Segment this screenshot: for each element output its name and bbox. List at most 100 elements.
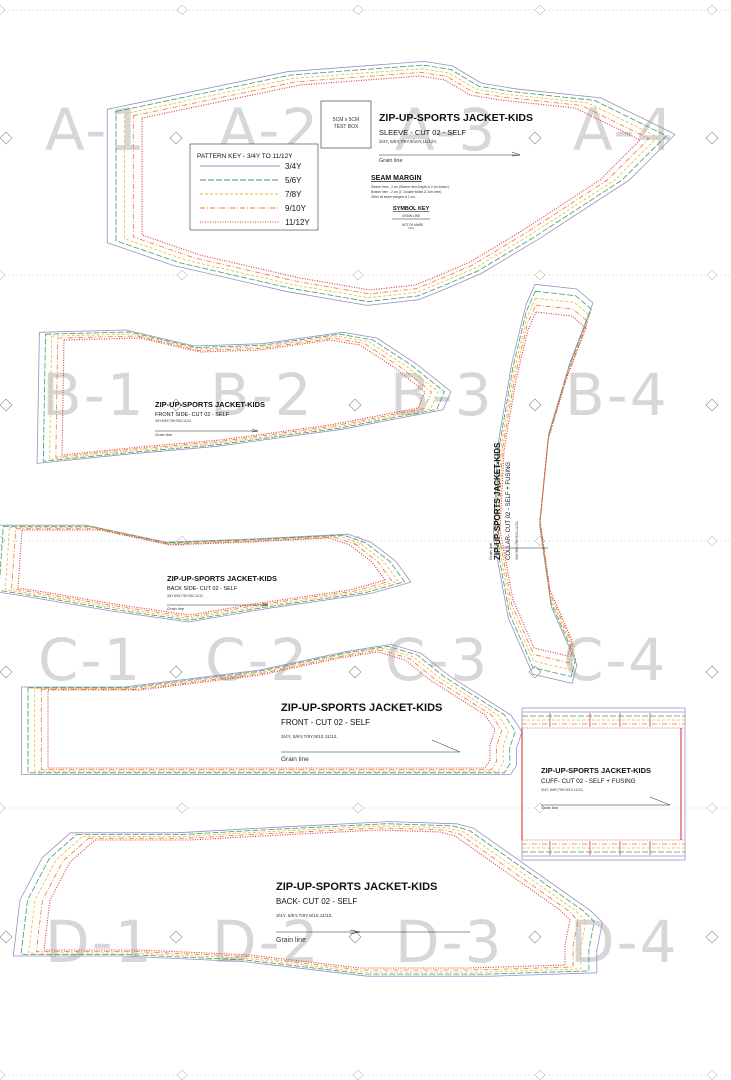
front-side-piece-outline [42,331,445,462]
front-side-piece [36,329,452,464]
pattern-key-label: 3/4Y [285,162,302,171]
front-side-piece-outline [36,329,452,464]
back-side-piece-outline [0,524,412,623]
front-piece-outline [21,644,523,775]
sleeve-grain-label: Grain line [379,158,403,164]
registration-diamond [706,802,718,814]
collar-piece [492,283,594,684]
registration-diamond [352,802,364,814]
registration-diamond [0,398,13,412]
seam-margin-title: SEAM MARGIN [371,175,422,182]
registration-diamond [352,269,364,281]
back-side-piece-outline [11,528,392,618]
tile-label-c2: C-2 [205,626,309,694]
back-title: ZIP-UP-SPORTS JACKET-KIDS [276,881,437,893]
collar-subtitle: COLLAR- CUT 02 - SELF + FUSING [506,462,512,560]
collar-piece-outline [497,304,589,664]
pattern-key-label: 5/6Y [285,176,302,185]
front-grain-label: Grain line [281,756,309,763]
front-side-labels: ZIP-UP-SPORTS JACKET-KIDS FRONT SIDE- CU… [155,400,265,437]
test-box-label-1: 5CM x 5CM [333,117,359,123]
front-side-piece-outline [49,333,439,460]
sleeve-sizes: 3/4Y, 5/6Y,7/8Y,9/10Y,11/12Y, [379,139,437,144]
registration-diamond [534,4,546,16]
test-box [320,100,372,149]
sleeve-piece-outline [141,75,641,291]
back-side-piece-outline [4,527,399,619]
cuff-sizes: 3/4Y, 5/6Y,7/8Y,9/10,11/12, [541,788,584,792]
back-piece-outline [35,827,579,971]
front-piece-outline [40,649,503,770]
pattern-key-rows: 3/4Y 5/6Y 7/8Y 9/10Y 11/12Y [200,162,310,227]
sleeve-piece-outline [115,64,667,302]
back-grain-label: Grain line [276,937,306,944]
pattern-key-label: 7/8Y [285,190,302,199]
registration-diamond [705,665,719,679]
tile-label-a4: A-4 [573,96,675,164]
tile-label-c3: C-3 [385,626,489,694]
collar-piece-outline [496,297,590,671]
seam-line-1: Sleeve Hem - 2 cm (Sleeve Hem Depth is 2… [371,185,449,189]
front-subtitle: FRONT - CUT 02 - SELF [281,718,370,727]
collar-sizes: 3/4Y,5/6Y,7/8Y,9/10,11/12, [515,521,519,560]
registration-diamond [348,930,362,944]
collar-labels: ZIP-UP-SPORTS JACKET-KIDS COLLAR- CUT 02… [488,442,519,560]
registration-diamond [0,269,6,281]
back-side-sizes: 3/4Y,5/6Y,7/8Y,9/10,11/12, [167,594,204,598]
back-side-labels: ZIP-UP-SPORTS JACKET-KIDS BACK SIDE- CUT… [167,574,277,611]
registration-diamond [176,1069,188,1080]
registration-diamond [528,398,542,412]
front-piece-outline [47,651,496,769]
registration-diamond [169,398,183,412]
tile-label-a3: A-3 [395,96,497,164]
registration-diamond [706,269,718,281]
registration-diamond [0,930,13,944]
front-side-subtitle: FRONT SIDE- CUT 02 - SELF [155,412,230,418]
front-labels: ZIP-UP-SPORTS JACKET-KIDS FRONT - CUT 02… [281,702,461,763]
tile-label-c4: C-4 [563,626,667,694]
sleeve-piece-outline [124,68,658,299]
tile-labels: A-1 A-2 A-3 A-4 B-1 B-2 B-3 B-4 C-1 C-2 … [38,96,677,976]
back-side-subtitle: BACK SIDE- CUT 02 - SELF [167,586,238,592]
back-side-title: ZIP-UP-SPORTS JACKET-KIDS [167,574,277,583]
sleeve-piece-outline [132,72,650,295]
registration-diamond [534,269,546,281]
back-side-piece-outline [17,529,386,616]
cuff-grain-label: Grain line [541,805,559,810]
back-side-grain-label: Grain line [167,606,185,611]
registration-diamond [0,1069,6,1080]
pattern-key-label: 11/12Y [285,218,310,227]
back-piece-outline [28,825,587,973]
cuff-piece [521,707,686,861]
registration-diamond [0,802,6,814]
pattern-pieces [0,61,686,977]
tile-label-b4: B-4 [565,361,669,429]
registration-diamond [705,930,719,944]
front-piece-outline [34,647,509,772]
registration-diamond [176,802,188,814]
registration-diamond [706,535,718,547]
back-piece-outline [20,823,595,975]
tile-guides [0,4,731,1080]
pattern-key-box [189,143,319,231]
registration-diamond [706,4,718,16]
front-title: ZIP-UP-SPORTS JACKET-KIDS [281,702,442,714]
symbol-notch-label: NOTCH MARK [402,223,424,227]
front-piece [21,644,523,775]
pattern-key-label: 9/10Y [285,204,307,213]
registration-diamond [169,665,183,679]
front-side-piece-outline [61,337,426,456]
registration-diamond [705,398,719,412]
front-sizes: 3/4Y, 5/6Y,7/8Y,9/10,11/12, [281,734,338,740]
sleeve-subtitle: SLEEVE - CUT 02 - SELF [379,128,466,137]
registration-diamond [348,398,362,412]
cuff-labels: ZIP-UP-SPORTS JACKET-KIDS CUFF- CUT 02 -… [541,766,671,810]
tile-label-d3: D-3 [395,908,504,976]
registration-diamond [528,131,542,145]
front-side-title: ZIP-UP-SPORTS JACKET-KIDS [155,400,265,409]
seam-line-2: Bottom hem - 2 cm (1" Double folded & 1c… [371,190,441,194]
registration-diamond [528,930,542,944]
collar-piece-outline [494,290,592,677]
registration-diamond [176,4,188,16]
